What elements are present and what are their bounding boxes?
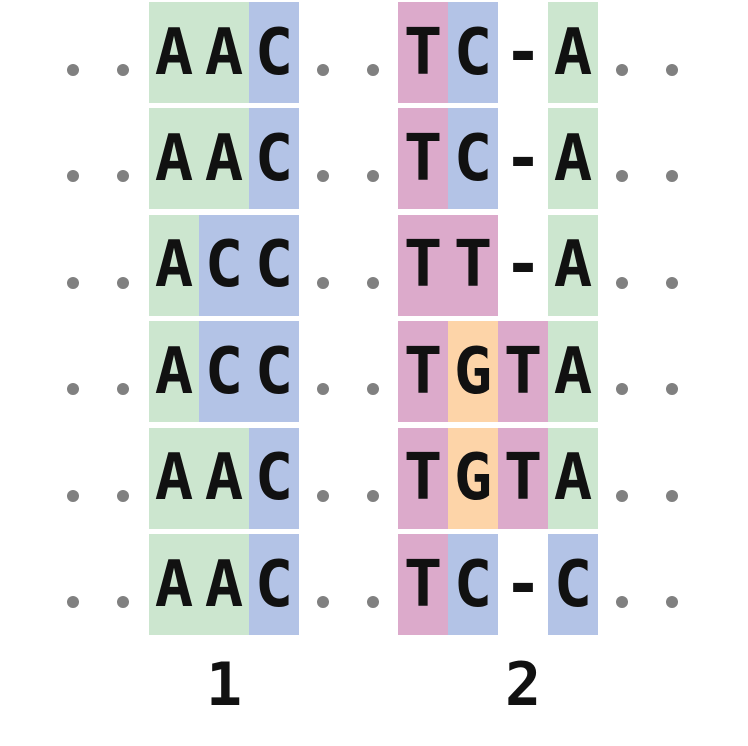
nucleotide-cell: A — [149, 534, 199, 635]
ellipsis-dot — [666, 383, 678, 396]
ellipsis-dot — [117, 276, 129, 289]
nucleotide-cell: T — [498, 321, 548, 423]
ellipsis-dot — [317, 276, 329, 289]
nucleotide-cell: T — [398, 534, 448, 635]
block-label-1: 1 — [205, 650, 243, 720]
nucleotide-cell: C — [249, 214, 299, 316]
nucleotide-cell: C — [249, 108, 299, 210]
ellipsis-dot — [317, 383, 329, 396]
nucleotide-cell: G — [448, 427, 498, 529]
nucleotide-cell: T — [398, 2, 448, 103]
nucleotide-cell: C — [448, 2, 498, 103]
nucleotide-cell: A — [149, 108, 199, 210]
ellipsis-dot — [117, 64, 129, 76]
nucleotide-cell: A — [199, 427, 249, 529]
nucleotide-cell: C — [249, 321, 299, 423]
ellipsis-dot — [317, 489, 329, 502]
nucleotide-cell: T — [448, 214, 498, 316]
gap-cell: - — [498, 214, 548, 316]
ellipsis-dot — [616, 383, 628, 396]
nucleotide-cell: A — [149, 214, 199, 316]
ellipsis-dot — [367, 276, 379, 289]
block-label-2: 2 — [504, 650, 542, 720]
gap-cell: - — [498, 108, 548, 210]
nucleotide-cell: A — [548, 214, 598, 316]
ellipsis-dot — [367, 170, 379, 183]
nucleotide-cell: G — [448, 321, 498, 423]
ellipsis-dot — [666, 64, 678, 76]
nucleotide-cell: C — [448, 108, 498, 210]
nucleotide-cell: C — [199, 214, 249, 316]
ellipsis-dot — [67, 170, 79, 183]
ellipsis-dot — [367, 489, 379, 502]
ellipsis-dot — [117, 596, 129, 608]
ellipsis-dot — [367, 64, 379, 76]
ellipsis-dot — [616, 170, 628, 183]
nucleotide-cell: A — [548, 108, 598, 210]
gap-cell: - — [498, 534, 548, 635]
ellipsis-dot — [666, 276, 678, 289]
ellipsis-dot — [616, 596, 628, 608]
ellipsis-dot — [67, 383, 79, 396]
nucleotide-cell: C — [249, 534, 299, 635]
nucleotide-cell: A — [548, 427, 598, 529]
nucleotide-cell: T — [398, 427, 448, 529]
nucleotide-cell: A — [199, 108, 249, 210]
gap-cell: - — [498, 2, 548, 103]
nucleotide-cell: A — [199, 2, 249, 103]
ellipsis-dot — [666, 489, 678, 502]
nucleotide-cell: C — [448, 534, 498, 635]
ellipsis-dot — [67, 276, 79, 289]
nucleotide-cell: A — [149, 427, 199, 529]
nucleotide-cell: C — [199, 321, 249, 423]
ellipsis-dot — [117, 489, 129, 502]
ellipsis-dot — [67, 596, 79, 608]
ellipsis-dot — [367, 596, 379, 608]
nucleotide-cell: A — [149, 321, 199, 423]
ellipsis-dot — [317, 170, 329, 183]
nucleotide-cell: T — [498, 427, 548, 529]
ellipsis-dot — [317, 596, 329, 608]
nucleotide-cell: T — [398, 321, 448, 423]
nucleotide-cell: A — [149, 2, 199, 103]
ellipsis-dot — [666, 170, 678, 183]
nucleotide-cell: A — [199, 534, 249, 635]
ellipsis-dot — [616, 489, 628, 502]
nucleotide-cell: C — [548, 534, 598, 635]
nucleotide-cell: C — [249, 2, 299, 103]
nucleotide-cell: A — [548, 321, 598, 423]
ellipsis-dot — [616, 276, 628, 289]
nucleotide-cell: A — [548, 2, 598, 103]
nucleotide-cell: C — [249, 427, 299, 529]
ellipsis-dot — [666, 596, 678, 608]
ellipsis-dot — [117, 383, 129, 396]
nucleotide-cell: T — [398, 214, 448, 316]
nucleotide-cell: T — [398, 108, 448, 210]
ellipsis-dot — [117, 170, 129, 183]
ellipsis-dot — [367, 383, 379, 396]
ellipsis-dot — [67, 489, 79, 502]
ellipsis-dot — [67, 64, 79, 76]
ellipsis-dot — [616, 64, 628, 76]
ellipsis-dot — [317, 64, 329, 76]
